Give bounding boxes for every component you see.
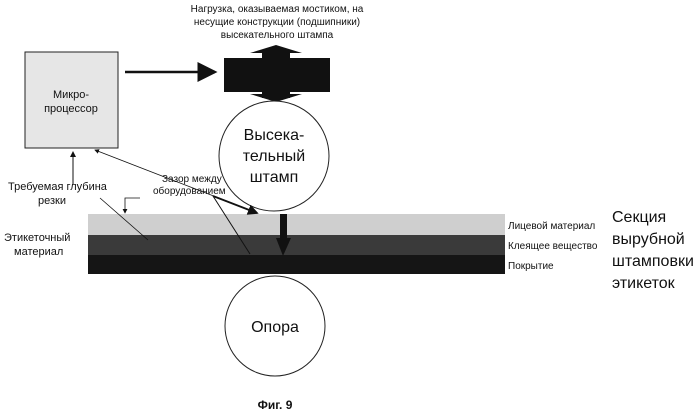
cut-depth-label: Требуемая глубина резки [8, 181, 108, 207]
cut-depth-line-1: Требуемая глубина [8, 181, 108, 193]
layer-label-liner: Покрытие [508, 261, 554, 272]
layer-label-face: Лицевой материал [508, 221, 595, 232]
anvil-label: Опора [251, 319, 299, 336]
label-web [88, 214, 505, 274]
label-material-line-2: материал [14, 246, 63, 258]
load-label-line-3: высекательного штампа [221, 30, 334, 41]
load-bearing-cross-icon [224, 45, 330, 102]
gap-line-1: Зазор между [162, 174, 222, 185]
figure-caption: Фиг. 9 [258, 398, 293, 412]
gap-line-2: оборудованием [153, 185, 226, 197]
die-label-1: Высека- [244, 127, 305, 144]
die-label-3: штамп [250, 169, 299, 186]
gap-label: Зазор между оборудованием [153, 174, 226, 197]
label-material-line-1: Этикеточный [4, 232, 70, 244]
load-label-line-2: несущие конструкции (подшипники) [194, 17, 360, 28]
cut-depth-line-2: резки [38, 195, 66, 207]
die-roller: Высека- тельный штамп [219, 101, 329, 211]
layer-label-adhesive: Клеящее вещество [508, 241, 598, 252]
microprocessor-box: Микро- процессор [25, 52, 118, 148]
anvil-roller: Опора [225, 276, 325, 376]
label-material-label: Этикеточный материал [4, 232, 70, 258]
die-label-2: тельный [243, 148, 305, 165]
layer-labels: Лицевой материал Клеящее вещество Покрыт… [508, 221, 598, 272]
section-line-4: этикеток [612, 275, 676, 292]
section-line-1: Секция [612, 209, 666, 226]
section-label: Секция вырубной штамповки этикеток [612, 209, 694, 292]
microprocessor-label-1: Микро- [53, 89, 89, 101]
section-line-2: вырубной [612, 231, 685, 248]
microprocessor-label-2: процессор [44, 103, 98, 115]
load-label: Нагрузка, оказываемая мостиком, на несущ… [191, 4, 364, 41]
face-layer [88, 214, 505, 235]
section-line-3: штамповки [612, 253, 694, 270]
load-label-line-1: Нагрузка, оказываемая мостиком, на [191, 4, 364, 15]
liner-layer [88, 255, 505, 274]
adhesive-layer [88, 235, 505, 255]
